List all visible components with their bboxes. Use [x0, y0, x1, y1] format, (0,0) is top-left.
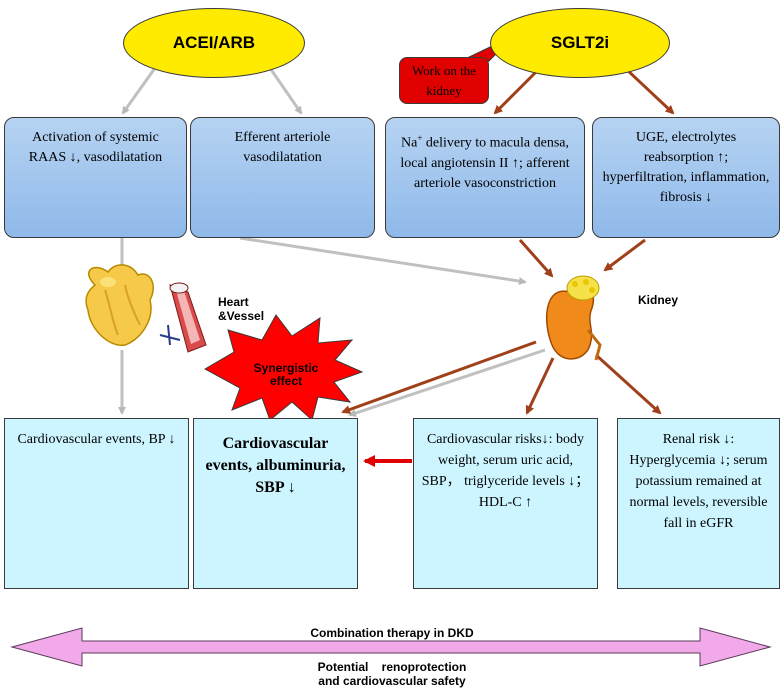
- heart-vessel-label: Heart &Vessel: [218, 295, 264, 323]
- renal-risk-box: Renal risk ↓: Hyperglycemia ↓; serum pot…: [617, 418, 780, 589]
- cv-albuminuria-text: Cardiovascular events, albuminuria, SBP …: [205, 435, 346, 496]
- na-delivery-box: Na+ delivery to macula densa, local angi…: [385, 117, 585, 238]
- uge-box: UGE, electrolytes reabsorption ↑; hyperf…: [592, 117, 780, 238]
- arrow-sglt2i-to-na: [493, 66, 542, 115]
- na-delivery-text-na: Na: [401, 135, 418, 151]
- arrow-acei-to-raas: [121, 67, 157, 115]
- kidney-illustration: [546, 275, 602, 361]
- acei-arb-label: ACEI/ARB: [172, 33, 256, 52]
- uge-text: UGE, electrolytes reabsorption ↑; hyperf…: [602, 130, 770, 205]
- arrow-kidney-to-cv-albuminuria-gray: [348, 348, 546, 417]
- cv-events-text: Cardiovascular events, BP ↓: [17, 432, 176, 447]
- heart-label: Heart: [218, 295, 249, 309]
- arrow-kidney-to-renal-risk: [594, 353, 662, 415]
- arrow-kidney-to-cv-albuminuria-brown: [341, 340, 537, 414]
- renal-risk-text: Renal risk ↓: Hyperglycemia ↓; serum pot…: [629, 432, 768, 531]
- raas-box: Activation of systemic RAAS ↓, vasodilat…: [4, 117, 187, 238]
- sglt2i-node: SGLT2i: [490, 8, 670, 78]
- cv-albuminuria-box: Cardiovascular events, albuminuria, SBP …: [193, 418, 358, 589]
- vessel-label: &Vessel: [218, 309, 265, 323]
- arrow-uge-to-kidney: [603, 238, 646, 272]
- arrow-kidney-to-cv-risks: [525, 357, 555, 415]
- cv-events-box: Cardiovascular events, BP ↓: [4, 418, 189, 589]
- cv-risks-text: Cardiovascular risks↓: body weight, seru…: [421, 432, 590, 510]
- arrow-acei-to-efferent: [268, 67, 303, 115]
- work-on-kidney-label: Work on the kidney: [412, 63, 476, 98]
- efferent-box: Efferent arteriole vasodilatation: [190, 117, 375, 238]
- cv-risks-box: Cardiovascular risks↓: body weight, seru…: [413, 418, 598, 589]
- efferent-text: Efferent arteriole vasodilatation: [234, 130, 331, 165]
- heart-icon: [85, 264, 154, 346]
- sglt2i-label: SGLT2i: [550, 33, 610, 52]
- na-delivery-text: delivery to macula densa, local angioten…: [400, 135, 570, 191]
- arrow-na-to-kidney: [518, 239, 554, 278]
- synergistic-starburst: [203, 314, 364, 421]
- combination-double-arrow: [10, 627, 772, 667]
- arrow-efferent-to-kidney: [239, 236, 527, 286]
- synergistic-effect-label: Synergistic effect: [253, 361, 319, 388]
- potential-line-2: and cardiovascular safety: [318, 674, 466, 688]
- raas-text: Activation of systemic RAAS ↓, vasodilat…: [28, 130, 163, 165]
- vessel-icon: [159, 282, 207, 353]
- work-on-kidney-bubble: Work on the kidney: [399, 57, 489, 104]
- kidney-label: Kidney: [638, 293, 679, 307]
- potential-line-1: Potential renoprotection: [317, 660, 467, 674]
- arrow-sglt2i-to-uge: [623, 66, 675, 115]
- na-delivery-superscript: +: [417, 133, 423, 143]
- combination-therapy-label: Combination therapy in DKD: [310, 626, 474, 640]
- potential-label: Potential renoprotection and cardiovascu…: [0, 660, 784, 688]
- acei-arb-node: ACEI/ARB: [123, 8, 305, 78]
